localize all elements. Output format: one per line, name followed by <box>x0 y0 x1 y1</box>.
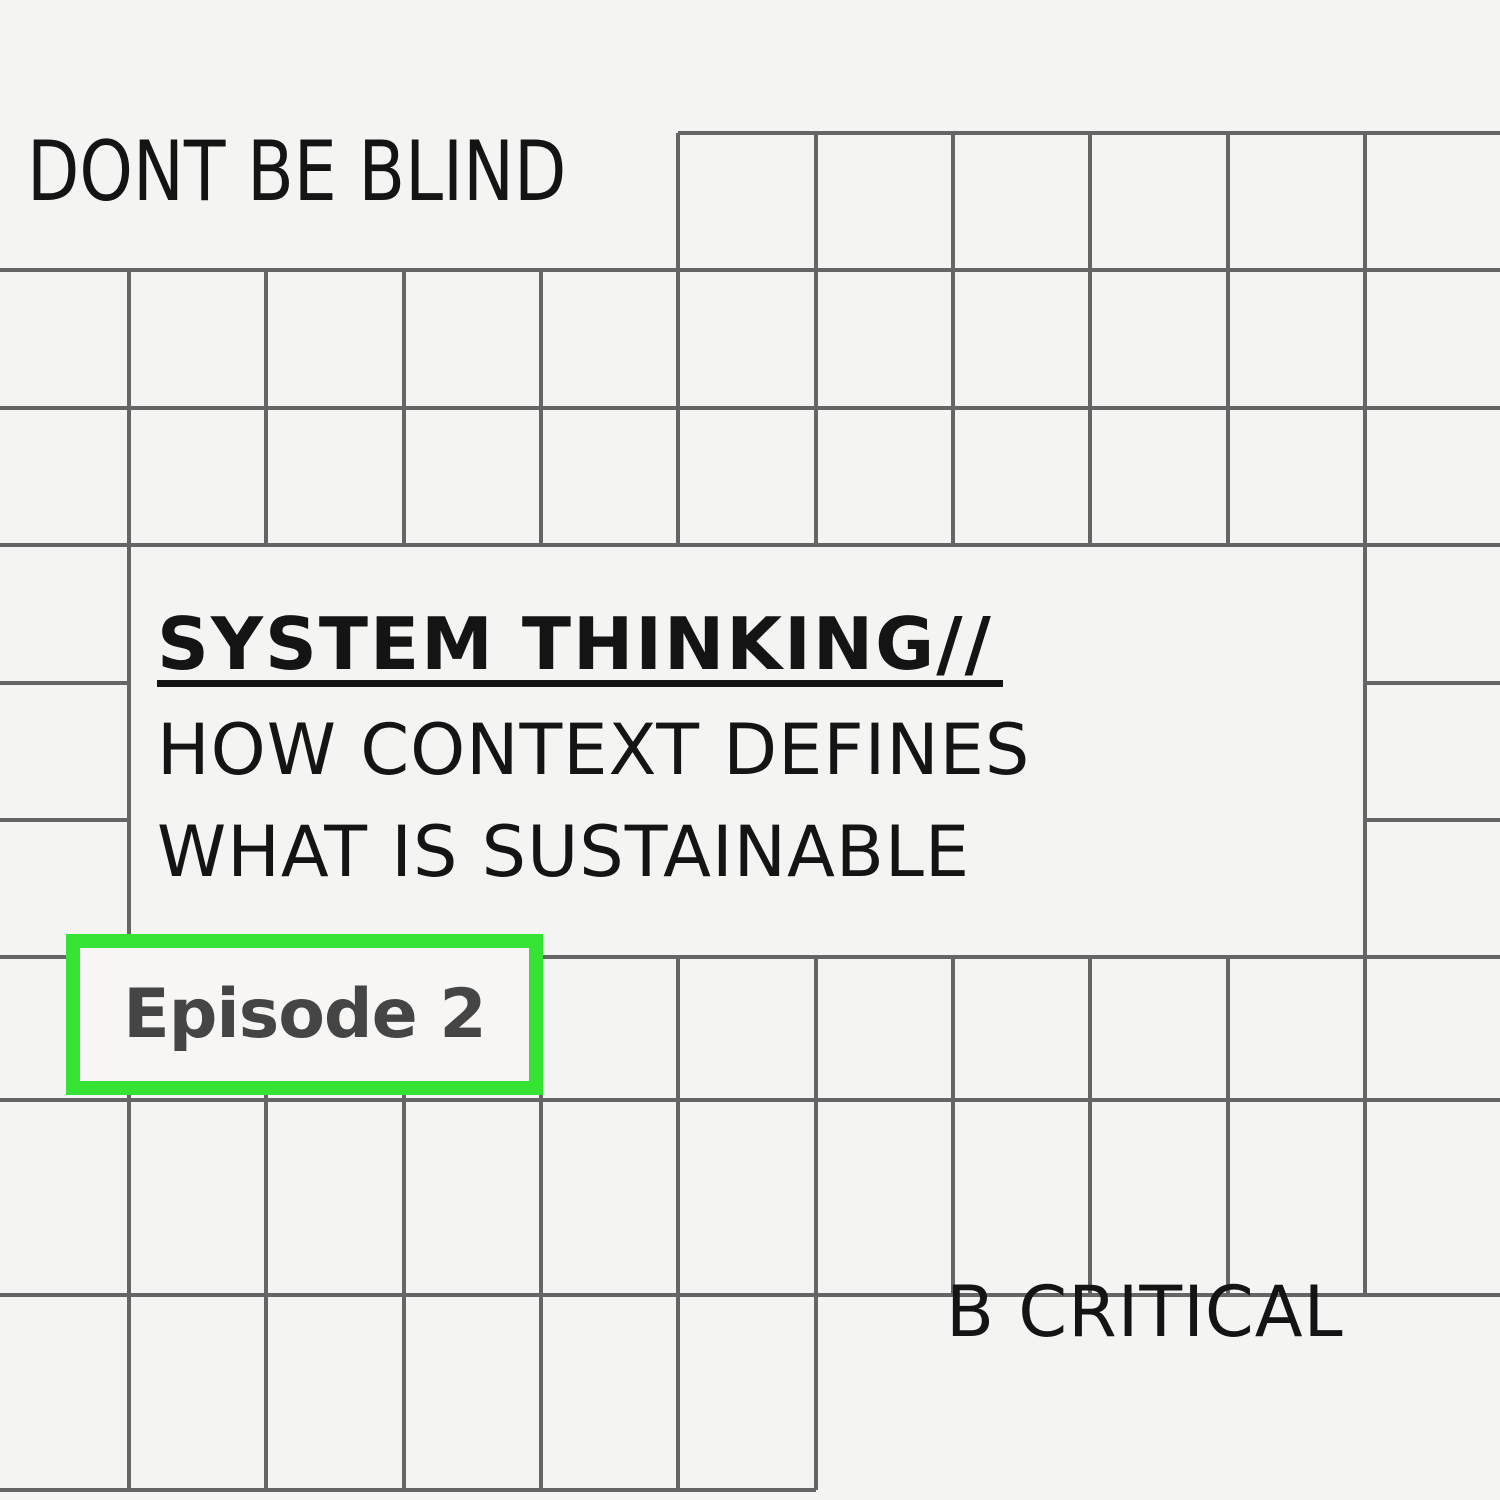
tagline-text: DONT BE BLIND <box>27 123 567 220</box>
episode-title: SYSTEM THINKING// <box>157 602 993 686</box>
title-underline <box>157 680 1003 687</box>
subtitle-line-2: WHAT IS SUSTAINABLE <box>157 811 971 893</box>
grid-vertical-lines <box>127 133 1367 1490</box>
episode-badge-label: Episode 2 <box>123 974 486 1054</box>
episode-badge: Episode 2 <box>66 934 543 1095</box>
brand-text: B CRITICAL <box>946 1271 1344 1353</box>
subtitle-line-1: HOW CONTEXT DEFINES <box>157 709 1031 791</box>
